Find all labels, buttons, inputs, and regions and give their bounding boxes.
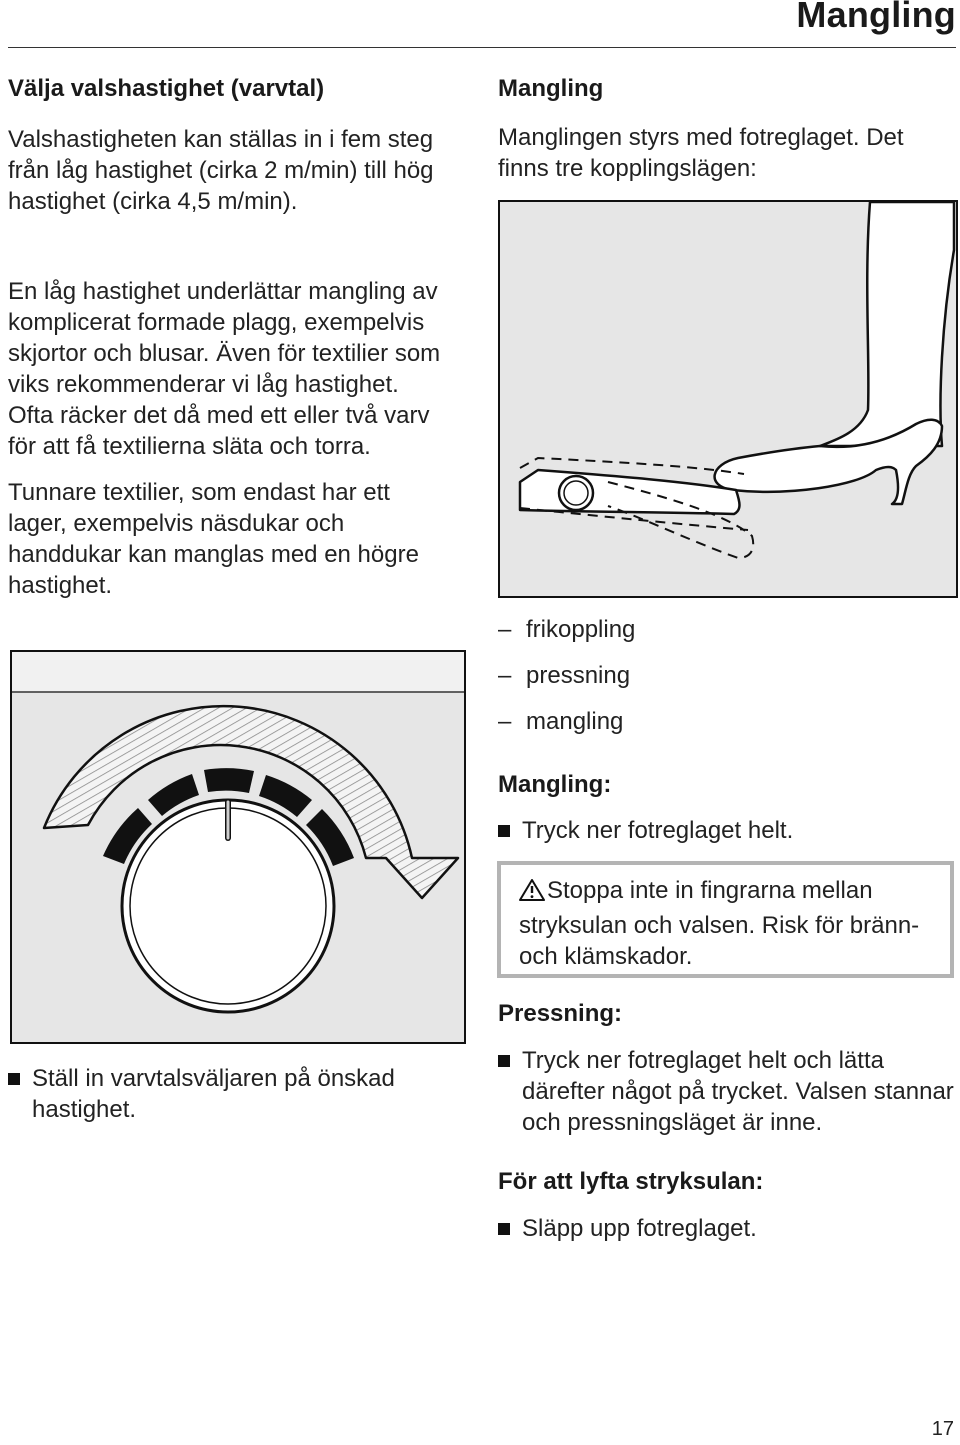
- page-header-title: Mangling: [796, 0, 956, 35]
- foot-pedal-illustration: [498, 200, 958, 598]
- lift-bullet-text: Släpp upp fotreglaget.: [522, 1215, 757, 1242]
- mangling-bullet: Tryck ner fotreglaget helt.: [498, 815, 958, 846]
- mangling-intro: Manglingen styrs med fotreglaget. Det fi…: [498, 124, 904, 182]
- right-column: Mangling Manglingen styrs med fotreglage…: [498, 74, 958, 184]
- pressing-bullet: Tryck ner fotreglaget helt och lätta där…: [498, 1045, 956, 1138]
- mode-label: mangling: [526, 708, 624, 735]
- mangling-bullet-text: Tryck ner fotreglaget helt.: [522, 817, 794, 844]
- mode-label: pressning: [526, 662, 631, 689]
- header-rule: [8, 47, 956, 48]
- pressing-bullet-text: Tryck ner fotreglaget helt och lätta där…: [522, 1047, 954, 1136]
- speed-paragraph-1: Valshastigheten kan ställas in i fem ste…: [8, 126, 434, 215]
- page-number: 17: [931, 1418, 954, 1440]
- mode-label: frikoppling: [526, 616, 636, 643]
- speed-bullet-text: Ställ in varvtalsväljaren på önskad hast…: [32, 1065, 395, 1123]
- warning-text: Stoppa inte in fingrarna mellan stryksul…: [519, 877, 920, 970]
- speed-selector-knob-illustration: [10, 650, 466, 1044]
- mangling-subheading: Mangling:: [498, 771, 612, 798]
- bullet-square-icon: [498, 1055, 510, 1067]
- pressing-heading: Pressning:: [498, 1000, 623, 1027]
- warning-box: Stoppa inte in fingrarna mellan stryksul…: [497, 861, 954, 978]
- warning-triangle-icon: [519, 878, 545, 910]
- speed-bullet: Ställ in varvtalsväljaren på önskad hast…: [8, 1063, 468, 1125]
- lift-heading: För att lyfta stryksulan:: [498, 1168, 764, 1195]
- speed-heading: Välja valshastighet (varvtal): [8, 75, 325, 102]
- bullet-square-icon: [498, 1223, 510, 1235]
- mode-list-item: – mangling: [498, 708, 624, 735]
- lift-bullet: Släpp upp fotreglaget.: [498, 1213, 956, 1244]
- left-column: Välja valshastighet (varvtal) Valshastig…: [8, 74, 470, 601]
- warning-paragraph: Stoppa inte in fingrarna mellan stryksul…: [519, 875, 936, 972]
- mode-list: – frikoppling – pressning – mangling: [498, 615, 958, 737]
- mangling-heading: Mangling: [498, 75, 604, 102]
- mode-list-item: – frikoppling: [498, 616, 636, 643]
- bullet-square-icon: [8, 1073, 20, 1085]
- speed-paragraph-3: Tunnare textilier, som endast har ett la…: [8, 479, 419, 599]
- mode-list-item: – pressning: [498, 662, 631, 689]
- bullet-square-icon: [498, 825, 510, 837]
- speed-paragraph-2: En låg hastighet underlättar mangling av…: [8, 278, 441, 460]
